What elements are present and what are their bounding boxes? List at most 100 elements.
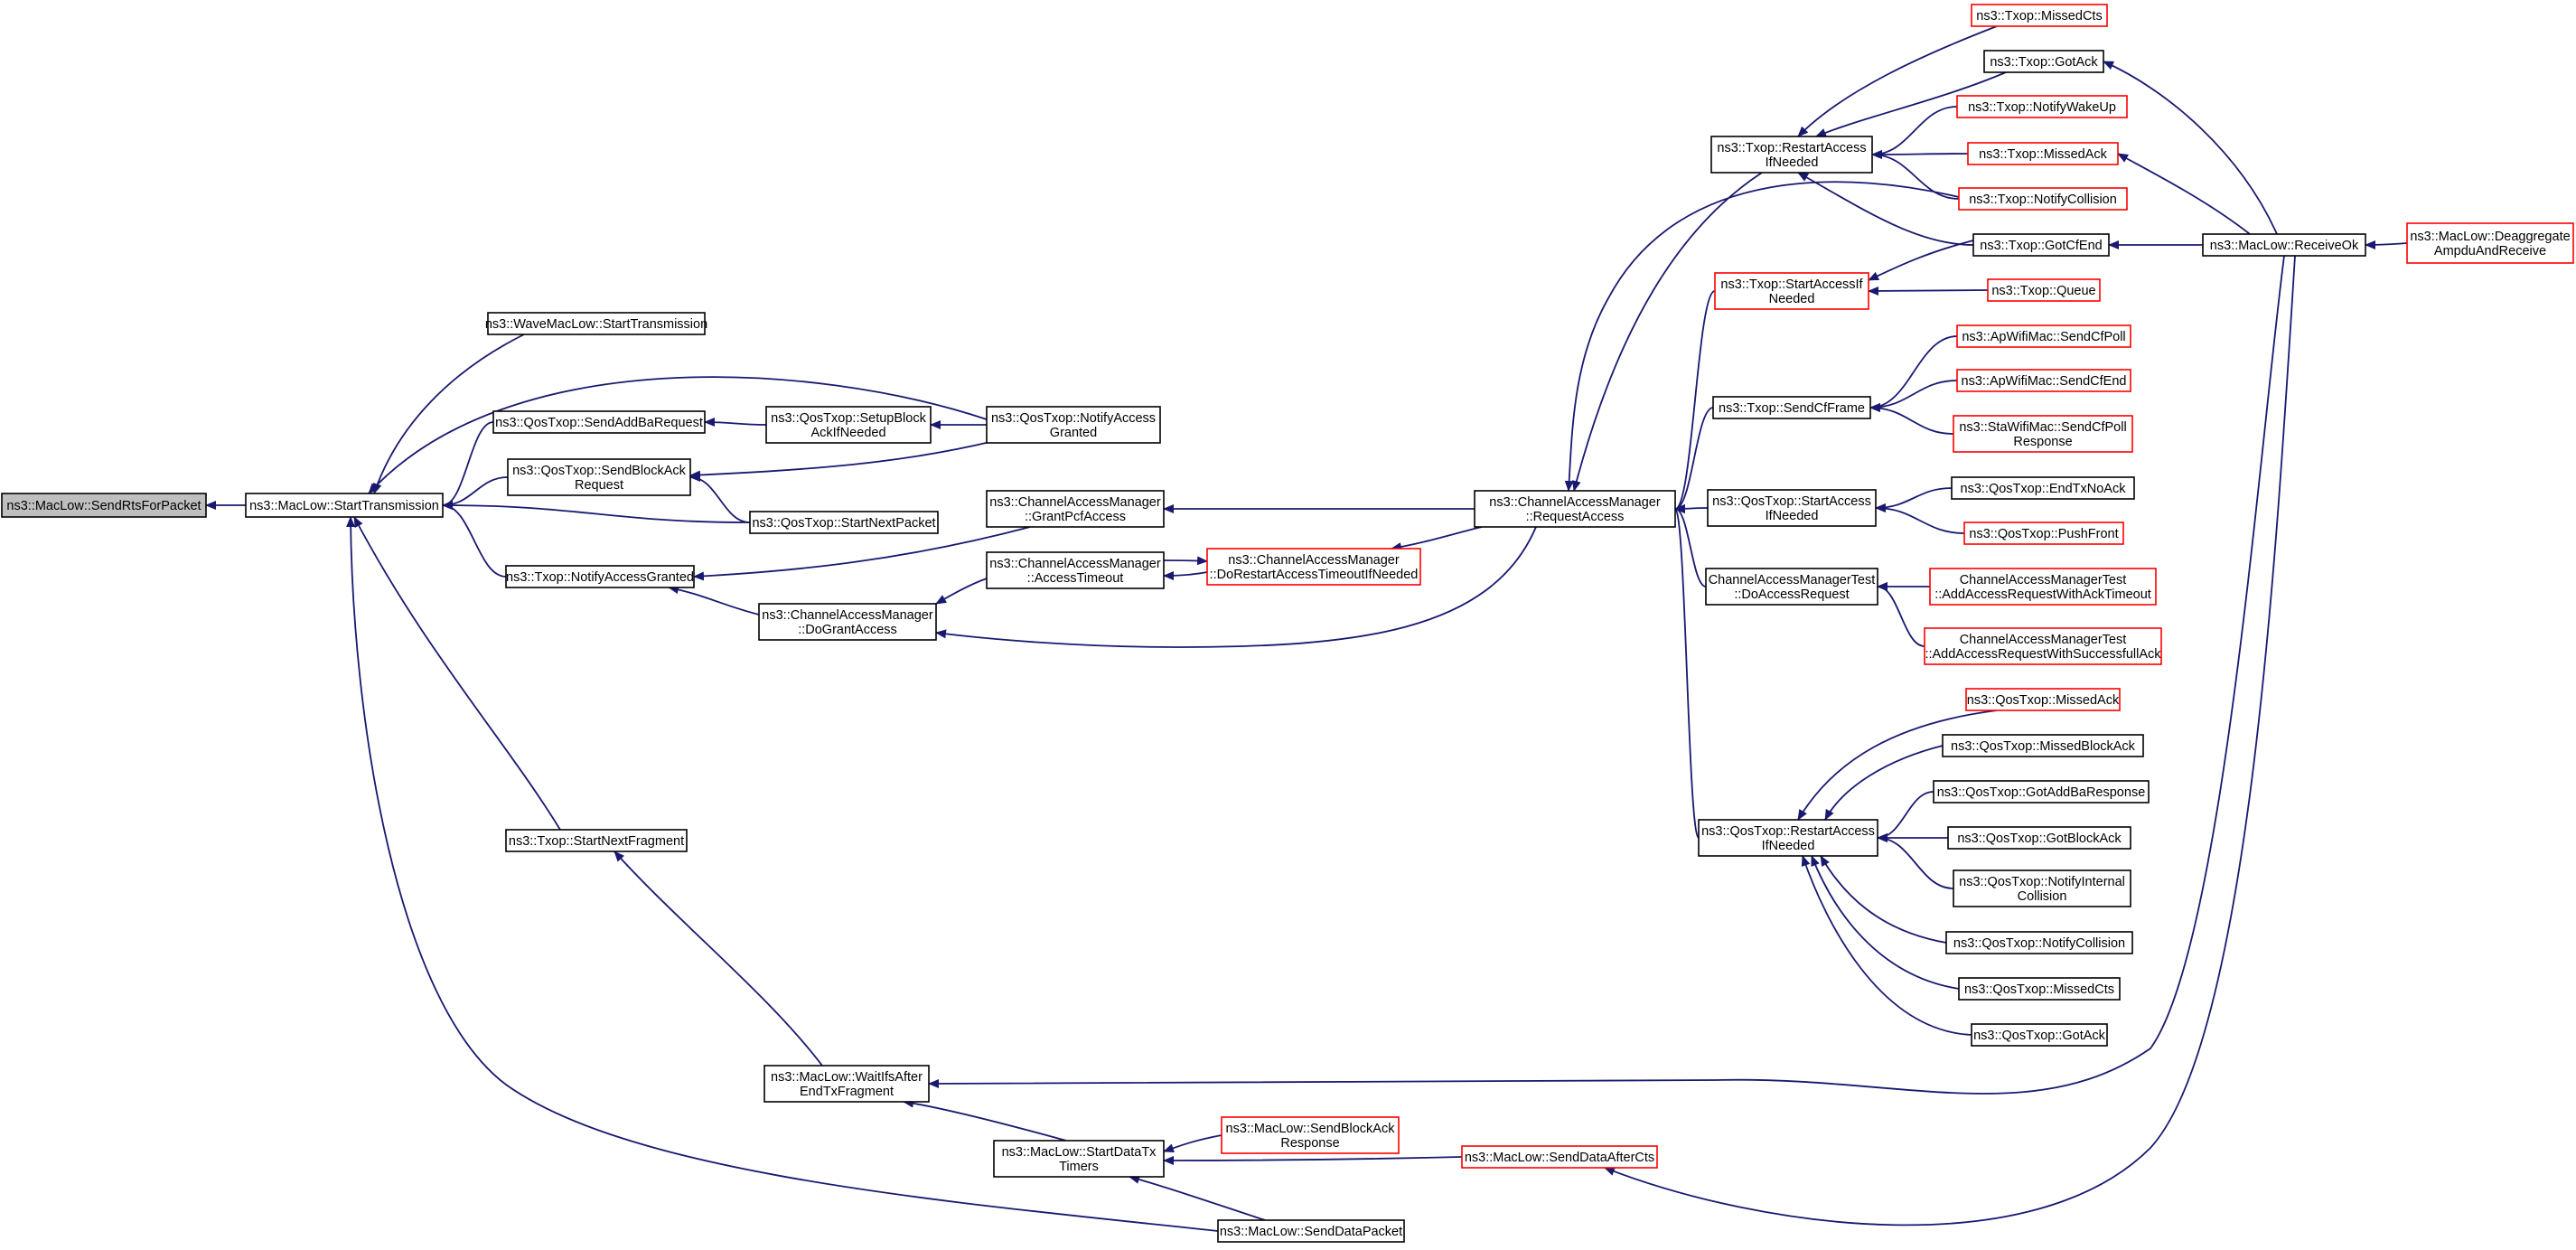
node-txopcollision[interactable]: ns3::Txop::NotifyCollision (1958, 187, 2128, 211)
node-label: Response (2013, 435, 2072, 449)
edge-requestaccess-to-dogrant (935, 526, 1537, 648)
node-label: ns3::MacLow::StartTransmission (249, 499, 439, 513)
node-label: Timers (1059, 1160, 1099, 1174)
edge-stasendcfpoll-to-txopsendcf (1869, 403, 1954, 435)
node-label: Collision (2018, 889, 2067, 904)
node-label: IfNeeded (1766, 155, 1819, 170)
node-txopwakeup[interactable]: ns3::Txop::NotifyWakeUp (1956, 95, 2128, 118)
node-label: IfNeeded (1766, 509, 1819, 523)
node-label: ns3::Txop::NotifyWakeUp (1968, 100, 2116, 115)
node-sendaddba[interactable]: ns3::QosTxop::SendAddBaRequest (492, 410, 706, 434)
node-label: ::DoAccessRequest (1734, 587, 1849, 602)
node-camtesttimeout[interactable]: ChannelAccessManagerTest::AddAccessReque… (1929, 568, 2157, 606)
node-box (763, 1065, 930, 1103)
node-label: ns3::Txop::NotifyCollision (1969, 193, 2117, 207)
node-qosnotifycollision[interactable]: ns3::QosTxop::NotifyCollision (1945, 931, 2133, 954)
node-dorestart[interactable]: ns3::ChannelAccessManager::DoRestartAcce… (1206, 548, 1421, 586)
node-apsendcfpoll[interactable]: ns3::ApWifiMac::SendCfPoll (1956, 324, 2131, 348)
node-label: ns3::MacLow::WaitIfsAfter (771, 1070, 923, 1085)
node-txopsendcf[interactable]: ns3::Txop::SendCfFrame (1712, 396, 1871, 419)
node-box (993, 1140, 1165, 1178)
node-txopgotack[interactable]: ns3::Txop::GotAck (1983, 50, 2104, 73)
node-label: ::GrantPcfAccess (1025, 510, 1126, 524)
edge-txopwakeup-to-txoprestart (1871, 106, 1958, 159)
node-label: ns3::ChannelAccessManager (762, 608, 933, 623)
node-qosmissedcts[interactable]: ns3::QosTxop::MissedCts (1958, 977, 2121, 1001)
node-box (1958, 977, 2121, 1001)
node-box (1929, 568, 2157, 606)
node-box (1987, 278, 2101, 302)
node-txopmissedcts[interactable]: ns3::Txop::MissedCts (1971, 4, 2108, 27)
node-apsendcfend[interactable]: ns3::ApWifiMac::SendCfEnd (1956, 369, 2131, 392)
node-box (1956, 324, 2131, 348)
node-label: ns3::MacLow::StartDataTx (1002, 1145, 1157, 1160)
node-box (986, 490, 1165, 528)
node-requestaccess[interactable]: ns3::ChannelAccessManager::RequestAccess (1474, 490, 1676, 528)
node-qosmissedblockack[interactable]: ns3::QosTxop::MissedBlockAck (1942, 734, 2144, 757)
node-label: ns3::Txop::GotAck (1990, 55, 2098, 70)
node-txopgotcfend[interactable]: ns3::Txop::GotCfEnd (1972, 233, 2110, 257)
node-txopqueue[interactable]: ns3::Txop::Queue (1987, 278, 2101, 302)
node-label: ns3::QosTxop::SetupBlock (771, 411, 926, 426)
node-box (1, 493, 207, 518)
edge-qosrestart-to-requestaccess (1674, 504, 1700, 839)
edge-qosstartnext-to-sendblockackreq (689, 473, 751, 523)
node-box (758, 603, 937, 641)
node-txopnotifygranted[interactable]: ns3::Txop::NotifyAccessGranted (505, 565, 695, 588)
node-box (1971, 1023, 2108, 1047)
edge-requestaccess-to-dorestart (1391, 526, 1483, 552)
node-box (1714, 272, 1869, 310)
node-qosendtxnoack[interactable]: ns3::QosTxop::EndTxNoAck (1951, 476, 2135, 500)
node-txopstartnextfrag[interactable]: ns3::Txop::StartNextFragment (505, 829, 688, 852)
node-qosmissedack[interactable]: ns3::QosTxop::MissedAck (1965, 688, 2121, 711)
node-senddatapacket[interactable]: ns3::MacLow::SendDataPacket (1217, 1219, 1405, 1243)
node-receiveok[interactable]: ns3::MacLow::ReceiveOk (2202, 233, 2366, 257)
node-qosgotblockack[interactable]: ns3::QosTxop::GotBlockAck (1947, 826, 2131, 850)
node-box (1956, 369, 2131, 392)
node-qosgotaddba[interactable]: ns3::QosTxop::GotAddBaResponse (1933, 780, 2150, 804)
node-label: ns3::MacLow::SendRtsForPacket (6, 499, 201, 513)
edge-txopstartaccess-to-requestaccess (1674, 290, 1716, 513)
node-box (1972, 233, 2110, 257)
node-wavestart[interactable]: ns3::WaveMacLow::StartTransmission (485, 312, 707, 335)
node-box (1924, 627, 2162, 665)
node-box (1698, 819, 1878, 857)
edge-qosstartaccess-to-requestaccess (1674, 503, 1709, 513)
node-label: ::AddAccessRequestWithAckTimeout (1934, 587, 2151, 602)
node-label: ns3::QosTxop::SendBlockAck (512, 464, 687, 478)
node-accesstimeout[interactable]: ns3::ChannelAccessManager::AccessTimeout (986, 551, 1165, 589)
node-qospushfront[interactable]: ns3::QosTxop::PushFront (1963, 522, 2124, 545)
node-qosstartnext[interactable]: ns3::QosTxop::StartNextPacket (749, 511, 939, 534)
node-label: ::RequestAccess (1526, 510, 1625, 524)
node-senddataaftercts[interactable]: ns3::MacLow::SendDataAfterCts (1461, 1145, 1658, 1169)
node-qosnotifygranted[interactable]: ns3::QosTxop::NotifyAccessGranted (986, 406, 1161, 444)
node-dogrant[interactable]: ns3::ChannelAccessManager::DoGrantAccess (758, 603, 937, 641)
node-label: ns3::ChannelAccessManager (1489, 495, 1661, 510)
node-txopmissedack[interactable]: ns3::Txop::MissedAck (1967, 142, 2119, 165)
node-camtestsuccess[interactable]: ChannelAccessManagerTest::AddAccessReque… (1924, 627, 2162, 665)
edge-txopcollision-to-requestaccess (1564, 181, 1960, 492)
node-starttx[interactable]: ns3::MacLow::StartTransmission (245, 493, 444, 518)
node-label: ns3::Txop::Queue (1991, 284, 2095, 298)
edge-startdatatx-to-waitifs (903, 1098, 1067, 1142)
node-qosgotack[interactable]: ns3::QosTxop::GotAck (1971, 1023, 2108, 1047)
edge-qosmissedblockack-to-qosrestart (1824, 745, 1944, 821)
node-camtestdoaccess[interactable]: ChannelAccessManagerTest::DoAccessReques… (1705, 568, 1878, 606)
node-box (507, 458, 691, 496)
node-box (1963, 522, 2124, 545)
node-grantpcf[interactable]: ns3::ChannelAccessManager::GrantPcfAcces… (986, 490, 1165, 528)
edge-receiveok-to-senddataaftercts (1604, 255, 2296, 1227)
edge-camtestdoaccess-to-requestaccess (1674, 504, 1707, 587)
